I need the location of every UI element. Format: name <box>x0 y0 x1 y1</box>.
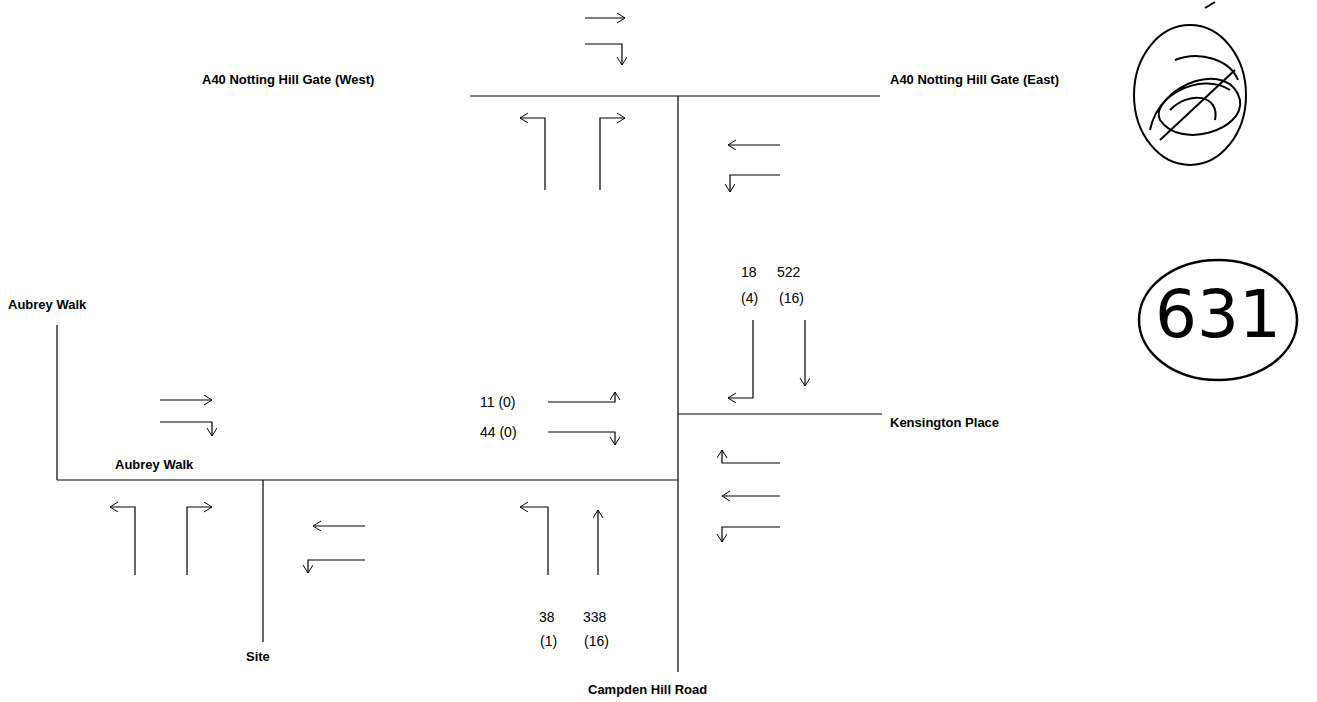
flow-arrow <box>313 525 365 526</box>
flow-arrow <box>520 507 548 575</box>
site-label: Site <box>246 649 270 665</box>
flow-arrow <box>110 507 135 575</box>
scribble <box>1134 2 1246 165</box>
road-name: Aubrey Walk <box>115 457 193 473</box>
flow-arrow <box>585 44 622 65</box>
flow-arrow <box>520 118 545 190</box>
flow-count: (16) <box>584 633 609 649</box>
flow-count: (4) <box>741 290 758 306</box>
flow-arrow <box>722 527 780 542</box>
flow-arrow <box>728 144 780 145</box>
flow-count: 18 <box>741 264 757 280</box>
flow-arrow <box>548 432 615 445</box>
flow-count: 11 (0) <box>480 394 516 410</box>
flow-arrow <box>600 118 625 190</box>
flow-arrow <box>597 510 598 575</box>
flow-arrow <box>187 507 212 575</box>
flow-count: (1) <box>540 633 557 649</box>
flow-arrow <box>722 495 780 496</box>
road-name: Campden Hill Road <box>588 682 707 698</box>
flow-arrow <box>160 399 212 400</box>
flow-arrow <box>728 320 753 398</box>
road-name: Kensington Place <box>890 415 999 431</box>
flow-arrow <box>722 450 780 463</box>
flow-arrow <box>730 175 780 192</box>
flow-count: 38 <box>539 609 555 625</box>
flow-count: 338 <box>583 609 606 625</box>
road-name: A40 Notting Hill Gate (West) <box>202 72 374 88</box>
flow-arrow <box>548 392 615 402</box>
flow-count: 522 <box>777 264 800 280</box>
flow-count: (16) <box>779 290 804 306</box>
flow-arrow <box>308 560 365 573</box>
flow-arrows <box>110 18 805 575</box>
handwritten-number: 631 <box>1137 258 1299 372</box>
flow-arrow <box>160 422 212 436</box>
road-name: A40 Notting Hill Gate (East) <box>890 72 1059 88</box>
circled-number: 631 <box>1137 258 1299 382</box>
flow-arrow <box>585 17 625 18</box>
road-lines <box>57 96 882 672</box>
flow-arrow <box>804 320 805 386</box>
road-name: Aubrey Walk <box>8 297 86 313</box>
flow-count: 44 (0) <box>480 424 517 440</box>
